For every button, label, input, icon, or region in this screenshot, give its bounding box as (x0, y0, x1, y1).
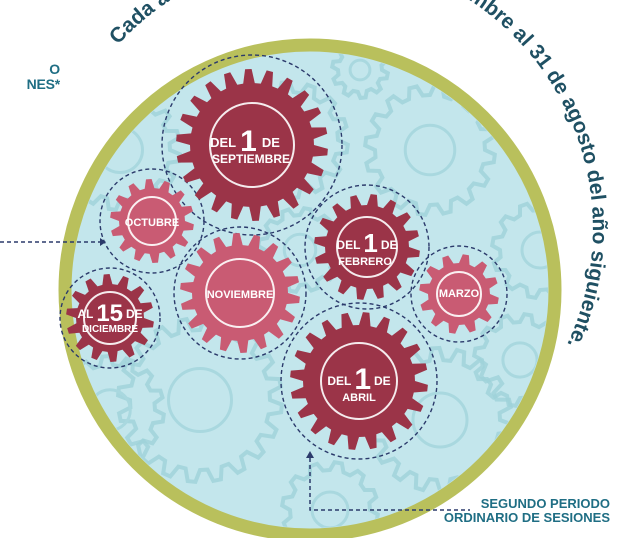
feb-del: DEL (336, 238, 360, 252)
dic-al: AL (77, 307, 93, 321)
gear-halos (59, 54, 508, 460)
background-gear-hub (411, 391, 469, 449)
halo-feb (304, 184, 430, 310)
gear-mar-text: MARZO (439, 288, 480, 300)
gear-nov-icon (180, 233, 300, 353)
sept-de: DE (262, 135, 280, 150)
abr-month: ABRIL (342, 392, 376, 404)
halo-abr (280, 302, 438, 460)
first-period-label: O NES* (0, 62, 60, 92)
abr-del: DEL (327, 374, 351, 388)
background-gear-hub (310, 490, 350, 528)
second-period-label: SEGUNDO PERIODO ORDINARIO DE SESIONES (440, 497, 610, 525)
left-arrowhead (100, 238, 106, 246)
gear-dic-icon (66, 274, 154, 362)
background-gear-icon (255, 205, 345, 295)
halo-oct (99, 168, 205, 274)
background-gear-hub (167, 367, 233, 433)
feb-day: 1 (363, 228, 377, 258)
abr-day: 1 (354, 363, 371, 396)
gear-sept-text: DEL 1 DE SEPTIEMBRE (210, 125, 290, 166)
background-gear-icon (329, 52, 391, 101)
second-period-line1: SEGUNDO PERIODO (480, 496, 610, 511)
background-gear-hub (348, 58, 372, 82)
sept-day: 1 (240, 125, 257, 158)
bottom-connector (309, 458, 470, 511)
background-gear-hub (520, 230, 548, 270)
gear-abr-inner-ring (320, 342, 398, 420)
halo-nov (173, 226, 307, 360)
background-gear-icon (489, 199, 548, 301)
feb-de: DE (381, 238, 398, 252)
gear-sept-icon (176, 69, 328, 221)
gear-mar-icon (419, 254, 499, 334)
dic-de: DE (126, 307, 143, 321)
first-period-line2: NES* (26, 76, 60, 92)
sept-month: SEPTIEMBRE (212, 152, 290, 166)
gear-feb-icon (314, 194, 420, 300)
bottom-arrowhead (306, 451, 314, 458)
gear-oct-inner-ring (127, 196, 177, 246)
month-gears (66, 69, 499, 450)
gear-oct-text: OCTUBRE (125, 217, 179, 229)
dic-day: 15 (96, 300, 123, 327)
gear-abr-icon (290, 312, 428, 450)
second-period-line2: ORDINARIO DE SESIONES (443, 510, 610, 525)
gear-nov-inner-ring (205, 258, 275, 328)
gear-nov-text: NOVIEMBRE (207, 289, 274, 301)
halo-dic (59, 267, 161, 369)
gear-mar-inner-ring (436, 271, 482, 317)
gear-oct-icon (110, 179, 194, 263)
gear-dic-inner-ring (83, 291, 137, 345)
halo-mar (410, 245, 508, 343)
gear-sept-inner-ring (209, 102, 295, 188)
background-gear-hub (403, 123, 457, 177)
first-period-line1: O (49, 62, 60, 77)
background-gear-icon (279, 459, 381, 528)
gear-feb-inner-ring (336, 216, 398, 278)
feb-month: FEBRERO (338, 256, 392, 268)
abr-de: DE (374, 374, 391, 388)
dic-month: DICIEMBRE (82, 324, 138, 335)
halo-sept (161, 54, 343, 236)
sept-del: DEL (210, 135, 236, 150)
background-gear-hub (501, 341, 539, 379)
